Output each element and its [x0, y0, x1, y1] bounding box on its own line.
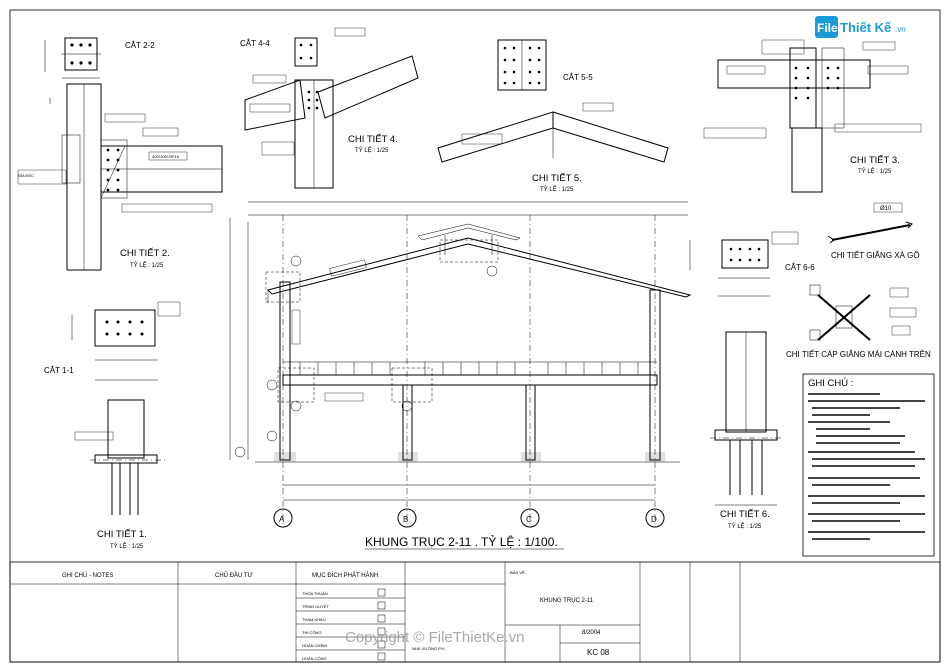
column-b: [402, 384, 413, 461]
detail-1-scale: TỶ LỆ : 1/25: [110, 542, 144, 550]
axis-bubble-b: [397, 508, 417, 528]
notes-header: GHI CHÚ - NOTES: [62, 572, 113, 579]
axis-bubble-d: [645, 508, 665, 528]
axis-label-a: A: [279, 515, 285, 524]
detail-6-scale: TỶ LỆ : 1/25: [728, 522, 762, 530]
detail-3-scale: TỶ LỆ : 1/25: [858, 167, 892, 175]
detail-2: CẮT 2-2 ĐĨA ĐẾC 300*300: [17, 37, 223, 271]
detail-6: CẮT 6-6 CHI TIẾT 6. TỶ LỆ : 1/25: [689, 231, 815, 530]
main-frame-title: KHUNG TRỤC 2-11 . TỶ LỆ : 1/100.: [365, 534, 558, 549]
detail-3: CHI TIẾT 3. TỶ LỆ : 1/25: [703, 39, 922, 193]
section-4-4-label: CẮT 4-4: [240, 39, 270, 48]
detail-5-title: CHI TIẾT 5.: [532, 173, 582, 184]
purpose-4-checkbox[interactable]: [377, 640, 386, 649]
detail-4: CẮT 4-4 CHI TIẾT 4. TỶ LỆ : 1/25: [240, 27, 419, 189]
detail-5: CẮT 5-5 CHI TIẾT 5. TỶ LỆ : 1/25: [437, 39, 669, 193]
notes-panel: GHI CHÚ :: [802, 373, 935, 557]
detail-1: CẮT 1-1 CHI TIẾT 1. TỶ LỆ : 1/25: [44, 301, 181, 550]
purpose-3: THI CÔNG: [302, 630, 322, 635]
notes-title: GHI CHÚ :: [808, 378, 853, 389]
purpose-1: TRÌNH DUYỆT: [302, 604, 329, 609]
axis-bubble-c: [520, 508, 540, 528]
section-1-1-label: CẮT 1-1: [44, 366, 74, 375]
drawing-name: KHUNG TRỤC 2-11: [540, 598, 594, 604]
detail-6-title: CHI TIẾT 6.: [720, 509, 770, 520]
copyright-watermark: Copyright © FileThietKe.vn: [345, 629, 524, 646]
purpose-2-checkbox[interactable]: [377, 614, 386, 623]
detail-2-bar-label: 300*300*25*16: [152, 154, 180, 159]
purpose-0: THỎA THUẬN: [302, 591, 328, 596]
logo-prefix: File: [817, 21, 838, 35]
phi10-label: Ø10: [880, 206, 892, 212]
detail-3-title: CHI TIẾT 3.: [850, 155, 900, 166]
section-6-6-label: CẮT 6-6: [785, 263, 815, 272]
section-5-5-label: CẮT 5-5: [563, 73, 593, 82]
detail-2-title: CHI TIẾT 2.: [120, 248, 170, 259]
issue-date: 8/2004: [582, 630, 601, 636]
purpose-5: HOÀN CÔNG: [302, 656, 327, 661]
axis-label-c: C: [526, 515, 532, 524]
sheet-number: KC 08: [587, 648, 610, 657]
cable-brace-title: CHI TIẾT CÁP GIẰNG MÁI CÁNH TRÊN: [786, 349, 931, 359]
main-frame-elevation: A B C D KHUNG TRỤC 2-11 . TỶ LỆ : 1/100.: [229, 201, 692, 550]
axis-label-b: B: [403, 515, 408, 524]
logo-name: Thiết Kế: [840, 20, 892, 35]
purpose-2: THAM KHẢO: [302, 617, 326, 622]
purpose-4: HOÀN CHỈNH: [302, 643, 327, 648]
column-c: [525, 384, 536, 461]
logo-suffix: .vn: [895, 25, 906, 34]
purpose-1-checkbox[interactable]: [377, 601, 386, 610]
purpose-3-checkbox[interactable]: [377, 627, 386, 636]
purlin-brace-detail: Ø10 CHI TIẾT GIẰNG XÀ GỒ: [827, 202, 920, 260]
drawing-label: BẢN VẼ:: [510, 570, 526, 575]
column-a: [279, 281, 291, 461]
purlin-brace-title: CHI TIẾT GIẰNG XÀ GỒ: [831, 250, 920, 260]
purpose-header: MỤC ĐÍCH PHÁT HÀNH: [312, 572, 378, 579]
site-logo: File Thiết Kế .vn: [815, 16, 906, 38]
detail-4-scale: TỶ LỆ : 1/25: [355, 146, 389, 154]
purpose-5-checkbox[interactable]: [377, 652, 386, 661]
detail-2-scale: TỶ LỆ : 1/25: [130, 261, 164, 269]
sheet-border: [9, 9, 941, 663]
axis-label-d: D: [651, 515, 657, 524]
project-name: NHÀ XƯỞNG PXI: [412, 646, 445, 651]
detail-5-scale: TỶ LỆ : 1/25: [540, 185, 574, 193]
column-d: [649, 289, 661, 461]
section-2-2-label: CẮT 2-2: [125, 41, 155, 50]
axis-bubble-a: [273, 508, 293, 528]
purpose-0-checkbox[interactable]: [377, 588, 386, 597]
detail-2-label-plate: ĐĨA ĐẾC: [18, 173, 34, 178]
detail-1-title: CHI TIẾT 1.: [97, 529, 147, 540]
title-block: GHI CHÚ - NOTES CHỦ ĐẦU TƯ MỤC ĐÍCH PHÁT…: [9, 561, 941, 663]
cable-brace-detail: CHI TIẾT CÁP GIẰNG MÁI CÁNH TRÊN: [786, 284, 931, 359]
detail-4-title: CHI TIẾT 4.: [348, 134, 398, 145]
owner-header: CHỦ ĐẦU TƯ: [215, 572, 253, 579]
